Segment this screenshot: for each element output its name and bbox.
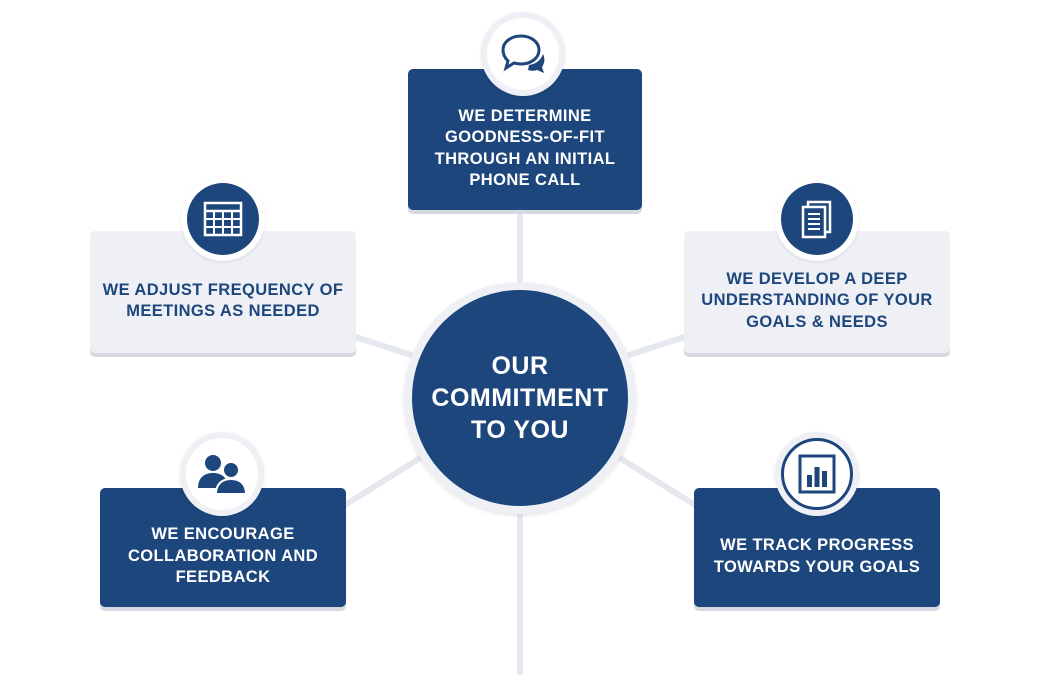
center-hub: OUR COMMITMENT TO YOU (404, 282, 636, 514)
chat-bubbles-icon (501, 34, 545, 73)
step-badge-understanding (775, 177, 859, 261)
step-text-collaboration: WE ENCOURAGE COLLABORATION AND FEEDBACK (127, 525, 319, 587)
connector-upper-right (619, 332, 691, 361)
step-badge-phone-call (481, 12, 565, 96)
step-text-phone-call: WE DETERMINE GOODNESS-OF-FIT THROUGH AN … (434, 106, 616, 190)
document-icon (801, 200, 832, 239)
step-text-understanding: WE DEVELOP A DEEP UNDERSTANDING OF YOUR … (701, 269, 933, 331)
connector-lower-right (613, 452, 697, 508)
center-hub-circle: OUR COMMITMENT TO YOU (412, 290, 628, 506)
connector-upper-left (349, 332, 421, 361)
step-badge-adjust-frequency (181, 177, 265, 261)
bar-chart-icon (798, 454, 836, 494)
connector-lower-left (343, 452, 427, 508)
step-text-track-progress: WE TRACK PROGRESS TOWARDS YOUR GOALS (713, 536, 921, 576)
center-title: OUR COMMITMENT TO YOU (431, 352, 609, 444)
step-text-adjust-frequency: WE ADJUST FREQUENCY OF MEETINGS AS NEEDE… (102, 280, 344, 321)
people-icon (198, 455, 248, 495)
step-badge-track-progress (775, 432, 859, 516)
calendar-grid-icon (203, 201, 243, 237)
step-card-phone-call: WE DETERMINE GOODNESS-OF-FIT THROUGH AN … (408, 69, 642, 210)
step-badge-collaboration (180, 432, 264, 516)
